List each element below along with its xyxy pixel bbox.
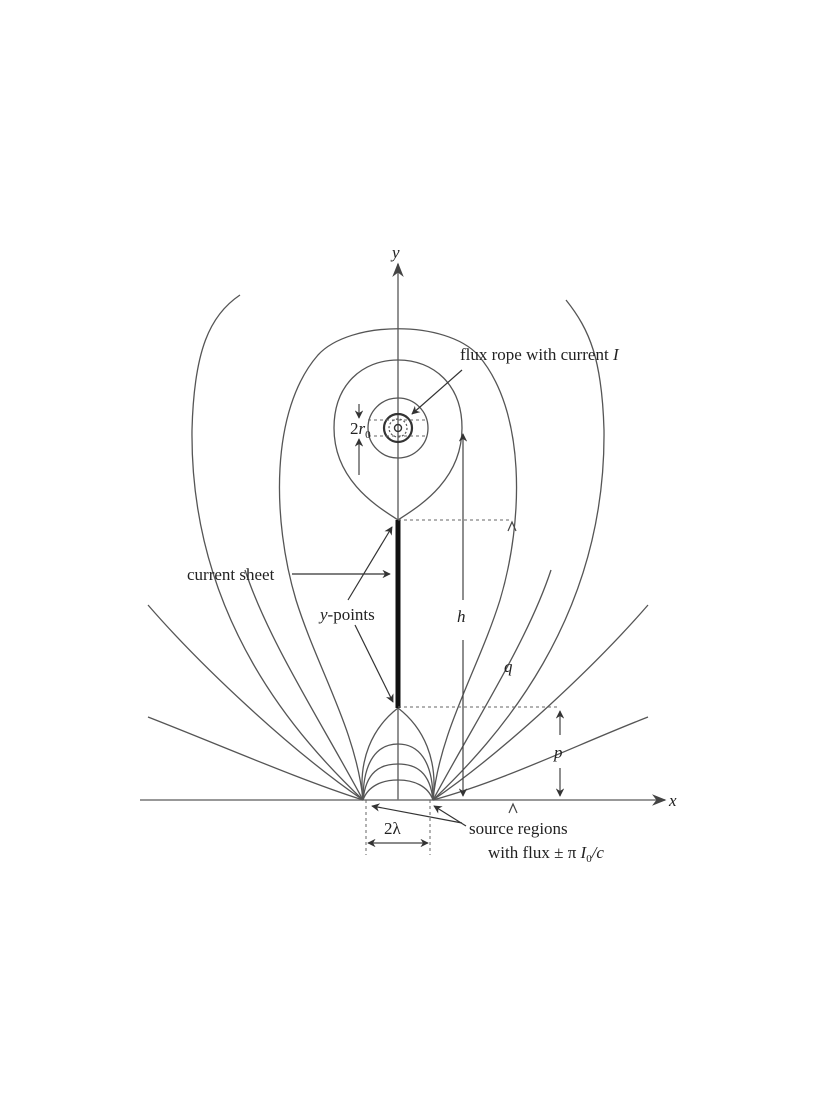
rope-separatrix xyxy=(333,359,463,521)
lower-field-lines xyxy=(361,707,435,801)
x-axis-label: x xyxy=(668,791,677,810)
pointer-arrows xyxy=(292,369,467,827)
h-label: h xyxy=(457,607,466,626)
y-axis-label: y xyxy=(390,243,400,262)
rope-field-lines xyxy=(278,328,518,801)
rope-enclosing-line xyxy=(278,328,518,801)
rope-core-ring xyxy=(388,418,408,438)
rope-core-center xyxy=(393,423,403,433)
rope-inner-line xyxy=(367,397,429,459)
current-sheet-label: current sheet xyxy=(187,565,275,584)
flux-rope-label: flux rope with current I xyxy=(460,345,620,364)
q-label: q xyxy=(504,657,513,676)
labels: flux rope with current I 2r0 current she… xyxy=(187,345,620,865)
outer-field-lines xyxy=(191,294,605,801)
rope-core-outer xyxy=(382,412,414,444)
axes: y x xyxy=(140,243,677,810)
p-label: p xyxy=(553,743,563,762)
reference-lines xyxy=(365,419,560,855)
y-points-label: y-points xyxy=(318,605,375,624)
with-flux-label: with flux ± π I0/c xyxy=(488,843,604,865)
dimension-markers: h p xyxy=(354,404,565,848)
source-regions-label: source regions xyxy=(469,819,568,838)
fan-field-lines xyxy=(147,569,649,801)
two-lambda-label: 2λ xyxy=(384,819,402,838)
r0-label: 2r0 xyxy=(350,419,371,441)
